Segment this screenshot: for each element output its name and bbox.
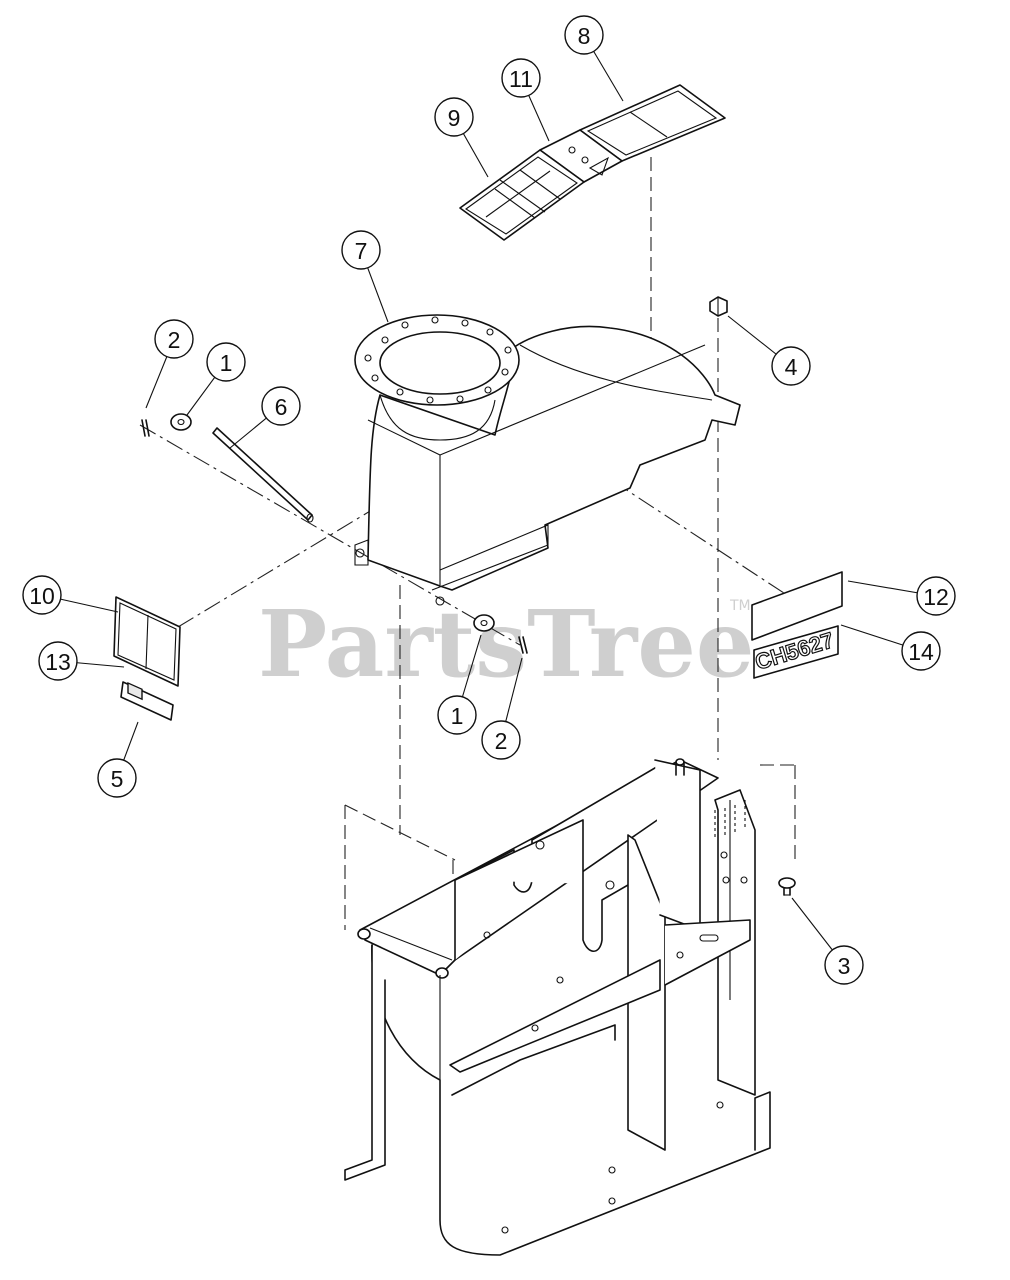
nut-4	[709, 296, 728, 317]
callout-c13: 13	[38, 641, 78, 681]
watermark-tm: TM	[729, 598, 751, 614]
callout-circle	[206, 342, 246, 382]
callout-label: 14	[908, 639, 934, 665]
callout-c11: 11	[501, 58, 541, 98]
callout-circle	[434, 97, 474, 137]
callout-circle	[97, 758, 137, 798]
callout-label: 9	[448, 105, 461, 131]
callout-c9: 9	[434, 97, 474, 137]
pin-2-right	[518, 636, 528, 654]
callout-circle	[22, 575, 62, 615]
callout-circle	[154, 319, 194, 359]
frame-holes	[483, 840, 748, 1234]
callout-circle	[261, 386, 301, 426]
callout-circle	[501, 58, 541, 98]
decal-12	[751, 571, 843, 641]
callout-c4: 4	[771, 346, 811, 386]
callout-label: 13	[45, 649, 71, 675]
pin-2-left	[141, 419, 150, 437]
callout-c2b: 2	[481, 720, 521, 760]
callout-circle	[38, 641, 78, 681]
callout-c10: 10	[22, 575, 62, 615]
bolt-3	[778, 877, 796, 896]
callout-label: 5	[111, 766, 124, 792]
callout-label: 2	[168, 327, 181, 353]
callout-label: 12	[923, 584, 949, 610]
watermark: PartsTree TM	[258, 590, 754, 698]
callout-label: 1	[451, 703, 464, 729]
callout-c12: 12	[916, 576, 956, 616]
callout-c2a: 2	[154, 319, 194, 359]
callout-c3: 3	[824, 945, 864, 985]
decal-strip-8-11-9	[459, 84, 726, 241]
callout-circle	[341, 230, 381, 270]
washer-1-right	[473, 614, 495, 632]
callout-label: 11	[509, 66, 533, 92]
callout-circle	[481, 720, 521, 760]
callout-c5: 5	[97, 758, 137, 798]
callout-label: 6	[275, 394, 288, 420]
watermark-text: PartsTree	[258, 590, 754, 698]
callout-label: 3	[838, 953, 851, 979]
callout-circle	[916, 576, 956, 616]
callout-c6: 6	[261, 386, 301, 426]
callout-c1b: 1	[437, 695, 477, 735]
callout-c7: 7	[341, 230, 381, 270]
frame	[344, 758, 771, 1256]
callout-label: 10	[29, 583, 55, 609]
callout-label: 8	[578, 23, 591, 49]
callout-label: 2	[495, 728, 508, 754]
decal-10	[113, 596, 181, 687]
chute-housing	[354, 314, 741, 606]
callout-c14: 14	[901, 631, 941, 671]
callout-c8: 8	[564, 15, 604, 55]
callout-circle	[564, 15, 604, 55]
callout-label: 4	[785, 354, 798, 380]
callout-circle	[437, 695, 477, 735]
decal-5	[120, 681, 174, 721]
callout-circle	[771, 346, 811, 386]
callout-circle	[824, 945, 864, 985]
callout-label: 7	[355, 238, 368, 264]
callout-c1a: 1	[206, 342, 246, 382]
flange-bolt-holes	[364, 316, 512, 404]
washer-1-left	[170, 413, 192, 431]
callout-label: 1	[220, 350, 233, 376]
callout-circle	[901, 631, 941, 671]
rod-6	[212, 427, 314, 523]
